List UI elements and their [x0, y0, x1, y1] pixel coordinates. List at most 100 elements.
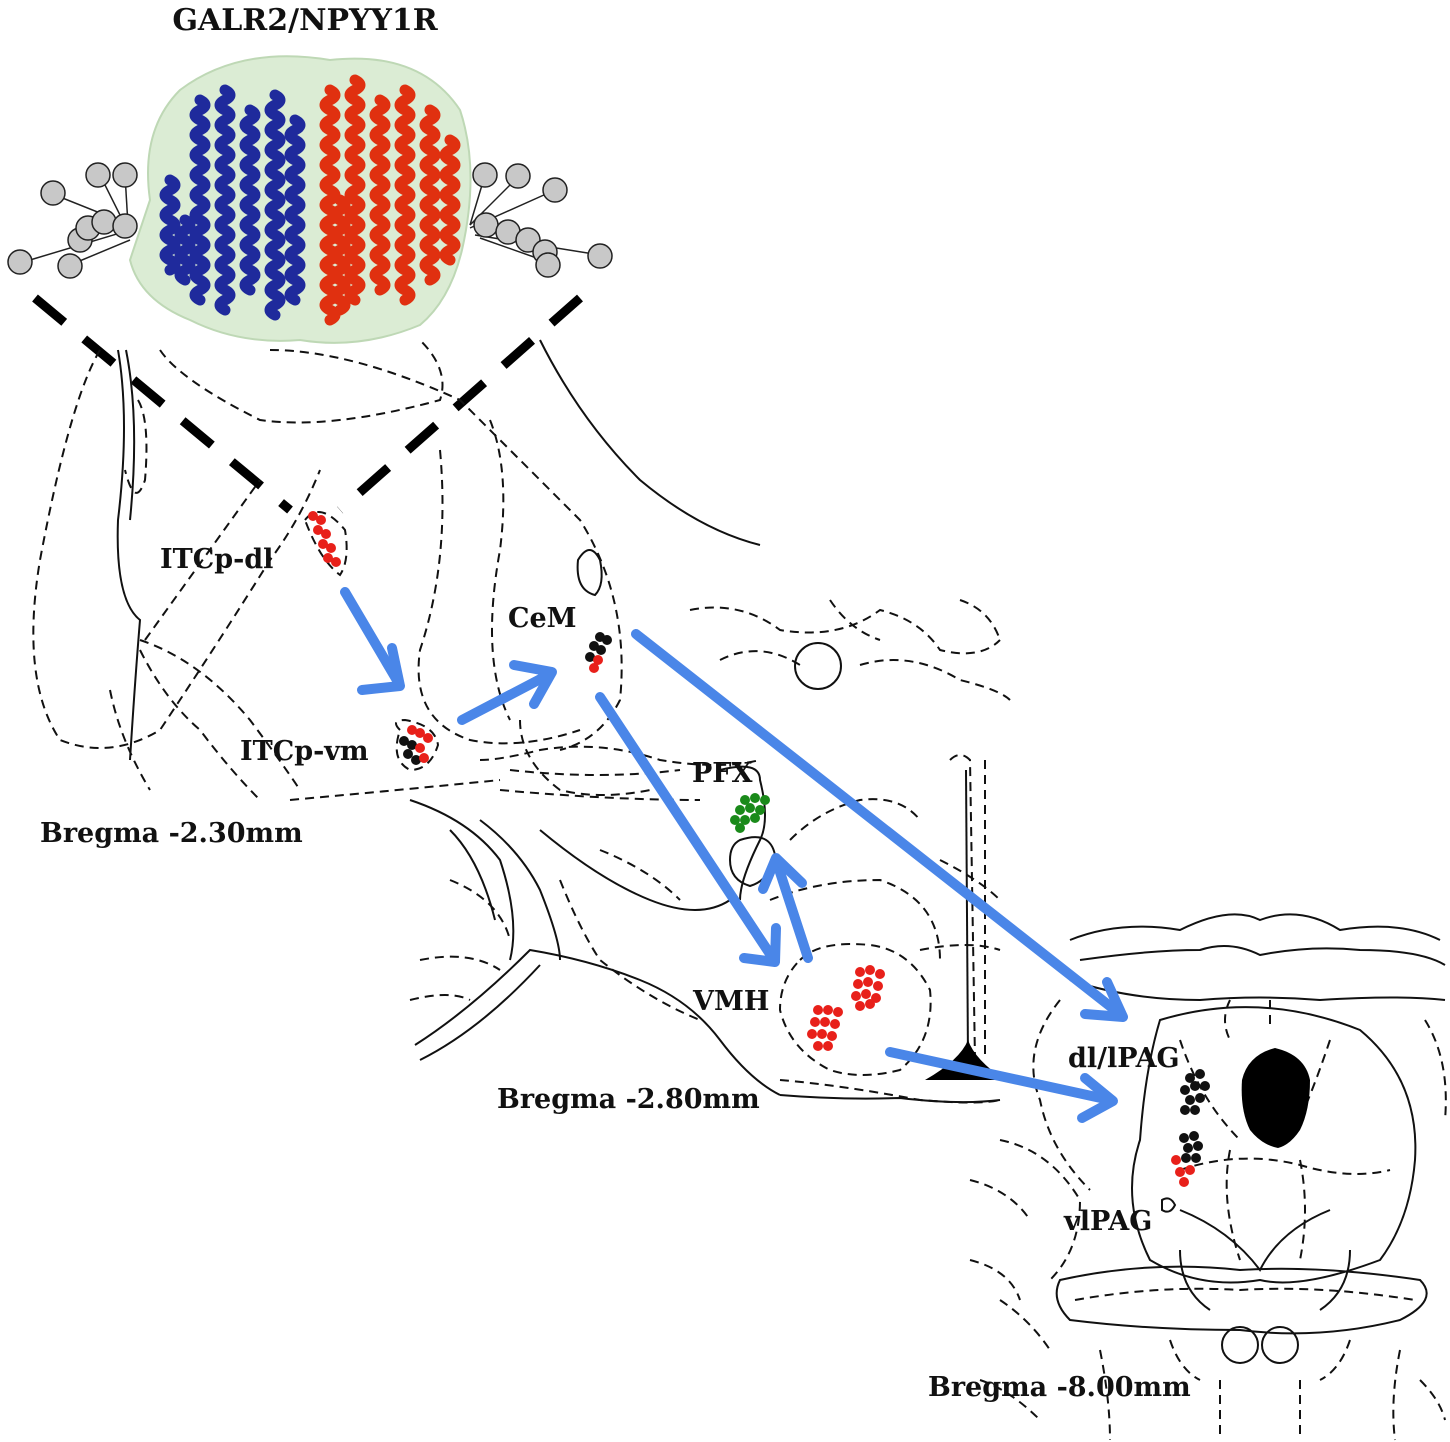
marker-vmh-upper-dot — [853, 979, 863, 989]
marker-vmh-upper-dot — [875, 969, 885, 979]
receptor-heteromer-illustration: GALR2/NPYY1R — [7, 3, 613, 344]
marker-itcp-dl-dot — [308, 511, 318, 521]
marker-cem-dot — [585, 652, 595, 662]
marker-vmh-upper-dot — [865, 965, 875, 975]
marker-itcp-vm-dot — [419, 753, 429, 763]
section-bregma-2-80: PFX VMH Bregma -2.80mm — [409, 599, 1011, 1115]
marker-vmh-lower-dot — [820, 1017, 830, 1027]
section-label-bregma-8-00: Bregma -8.00mm — [928, 1372, 1191, 1403]
marker-dl-lpag-dot — [1180, 1085, 1190, 1095]
marker-dl-lpag-dot — [1190, 1105, 1200, 1115]
marker-pfx-dot — [735, 805, 745, 815]
marker-pfx-dot — [740, 815, 750, 825]
helix — [174, 214, 196, 286]
marker-dl-lpag-dot — [1180, 1105, 1190, 1115]
region-label-pfx: PFX — [692, 758, 752, 789]
marker-itcp-dl-dot — [331, 557, 341, 567]
helix — [284, 114, 306, 306]
galr2-protomer — [159, 84, 306, 321]
marker-pfx-dot — [745, 803, 755, 813]
anatomic-circle — [794, 642, 842, 690]
marker-vmh-lower-dot — [830, 1019, 840, 1029]
marker-dl-lpag-dot — [1185, 1073, 1195, 1083]
helix — [214, 84, 236, 316]
marker-itcp-vm-dot — [403, 749, 413, 759]
marker-vmh-lower-dot — [807, 1029, 817, 1039]
marker-itcp-vm-dot — [399, 736, 409, 746]
marker-vlpag-dot — [1175, 1167, 1185, 1177]
helix — [344, 74, 366, 306]
marker-itcp-dl-dot — [316, 515, 326, 525]
marker-vmh-lower-dot — [813, 1005, 823, 1015]
section-bregma-2-30: ITCp-dl ITCp-vm CeM Bregma -2.30mm — [32, 339, 761, 849]
marker-pfx-dot — [760, 795, 770, 805]
marker-pfx-dot — [750, 813, 760, 823]
marker-dl-lpag-dot — [1195, 1093, 1205, 1103]
section-label-bregma-2-30: Bregma -2.30mm — [40, 818, 303, 849]
aqueduct — [1241, 1048, 1310, 1148]
npyy1r-protomer — [319, 74, 461, 326]
helix — [439, 134, 461, 266]
marker-vmh-lower-dot — [810, 1017, 820, 1027]
marker-itcp-dl-dot — [326, 543, 336, 553]
projection-arrows — [340, 587, 1128, 1123]
region-label-itcp-vm: ITCp-vm — [240, 736, 369, 767]
marker-vmh-lower-dot — [813, 1041, 823, 1051]
marker-itcp-vm-dot — [415, 728, 425, 738]
marker-cem-dot — [589, 663, 599, 673]
marker-vlpag-dot — [1181, 1153, 1191, 1163]
arrow-vmh-to-dl-lpag — [885, 1047, 1118, 1123]
marker-vlpag-dot — [1189, 1131, 1199, 1141]
helix — [419, 104, 441, 286]
marker-vmh-upper-dot — [855, 1001, 865, 1011]
marker-cem-dot — [593, 655, 603, 665]
marker-itcp-vm-dot — [407, 725, 417, 735]
marker-itcp-vm-dot — [423, 733, 433, 743]
arrow-itcp-vm-to-cem — [457, 660, 557, 725]
marker-itcp-dl-dot — [323, 553, 333, 563]
helix — [329, 194, 351, 316]
marker-dl-lpag-dot — [1185, 1095, 1195, 1105]
section-label-bregma-2-80: Bregma -2.80mm — [497, 1084, 760, 1115]
helix — [239, 104, 261, 296]
glycan-chains-right — [469, 162, 613, 278]
helix — [159, 174, 181, 276]
marker-itcp-vm-dot — [415, 743, 425, 753]
marker-clusters — [308, 511, 1210, 1187]
marker-cem-dot — [596, 645, 606, 655]
figure-title: GALR2/NPYY1R — [172, 3, 438, 38]
region-label-vmh: VMH — [692, 986, 769, 1017]
section-bregma-8-00: dl/lPAG vlPAG Bregma -8.00mm — [928, 913, 1447, 1441]
marker-pfx-dot — [755, 805, 765, 815]
region-label-itcp-dl: ITCp-dl — [160, 544, 273, 575]
marker-itcp-vm-dot — [407, 740, 417, 750]
marker-dl-lpag-dot — [1200, 1081, 1210, 1091]
marker-vmh-upper-dot — [861, 989, 871, 999]
marker-vmh-upper-dot — [865, 999, 875, 1009]
marker-vmh-upper-dot — [855, 967, 865, 977]
helix — [319, 84, 341, 326]
marker-vmh-upper-dot — [863, 977, 873, 987]
arrow-itcp-dl-to-itcp-vm — [340, 587, 405, 695]
marker-pfx-dot — [735, 823, 745, 833]
marker-dl-lpag-dot — [1190, 1081, 1200, 1091]
marker-vmh-lower-dot — [823, 1005, 833, 1015]
marker-vlpag-dot — [1183, 1143, 1193, 1153]
region-label-dl-lpag: dl/lPAG — [1068, 1043, 1180, 1074]
marker-vlpag-dot — [1193, 1141, 1203, 1151]
marker-itcp-dl-dot — [318, 539, 328, 549]
marker-vlpag-dot — [1185, 1165, 1195, 1175]
arrow-vmh-to-pfx — [758, 853, 813, 963]
marker-itcp-dl-dot — [321, 529, 331, 539]
marker-cem-dot — [602, 635, 612, 645]
arrow-cem-to-vmh — [595, 692, 781, 967]
marker-vmh-lower-dot — [833, 1007, 843, 1017]
marker-dl-lpag-dot — [1195, 1069, 1205, 1079]
helix — [264, 89, 286, 321]
marker-vmh-upper-dot — [873, 981, 883, 991]
marker-vlpag-dot — [1171, 1155, 1181, 1165]
glycan-chains-left — [7, 162, 138, 279]
marker-vlpag-dot — [1191, 1153, 1201, 1163]
